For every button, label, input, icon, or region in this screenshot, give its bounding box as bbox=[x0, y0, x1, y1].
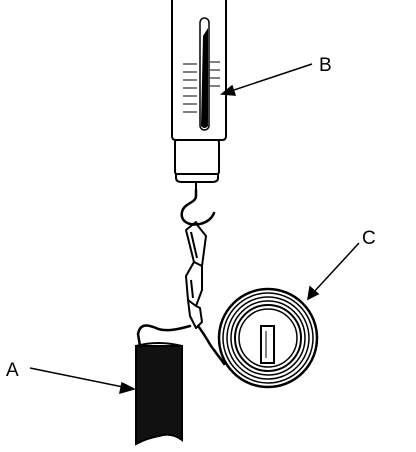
label-c: C bbox=[362, 228, 376, 249]
spring-arbor bbox=[260, 325, 275, 364]
scale-cap bbox=[175, 174, 219, 183]
label-a: A bbox=[6, 360, 19, 381]
scale-gauge bbox=[183, 17, 220, 131]
rod-wire-loop bbox=[136, 324, 192, 348]
gauge-ticks bbox=[183, 61, 220, 113]
spring-scale bbox=[171, 0, 227, 190]
wire-chain bbox=[185, 221, 207, 329]
scale-hook bbox=[180, 188, 216, 226]
label-b: B bbox=[319, 55, 332, 76]
scale-collar bbox=[174, 139, 220, 175]
callout-leaders bbox=[29, 63, 360, 395]
gauge-indicator bbox=[201, 28, 208, 128]
coil-spring bbox=[217, 287, 319, 389]
spring-wire-lead bbox=[196, 324, 226, 366]
rod bbox=[135, 342, 183, 446]
